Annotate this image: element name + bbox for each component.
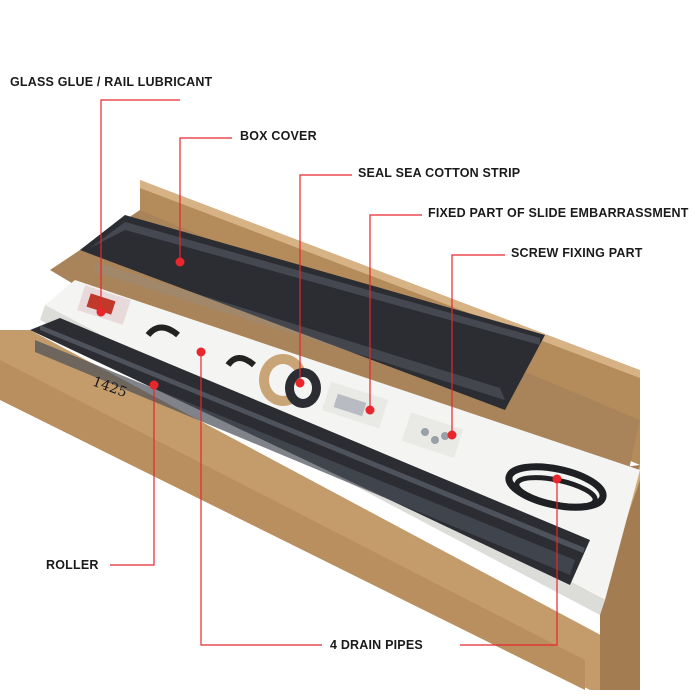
box-cover-panel [80,215,545,410]
box-front-face [0,360,585,690]
clip-hooks [145,324,180,338]
fixed-part-callout-dot [365,405,375,415]
fixed-part-callout-label: FIXED PART OF SLIDE EMBARRASSMENT [428,206,689,220]
box-cover-callout-dot [175,257,185,267]
roller-callout-label: ROLLER [46,558,99,572]
drain-pipe-callout-dot-right [552,474,562,484]
screw-part-callout-label: SCREW FIXING PART [511,246,643,260]
screw-part-callout-dot [447,430,457,440]
callout-dots [96,257,562,484]
seal-strip-callout-label: SEAL SEA COTTON STRIP [358,166,521,180]
seal-strip-callout-dot [295,378,305,388]
glass-glue-callout-label: GLASS GLUE / RAIL LUBRICANT [10,75,213,89]
drain-pipes-callout-label: 4 DRAIN PIPES [330,638,423,652]
box-cover-callout-label: BOX COVER [240,129,317,143]
screw-compartment [401,412,464,458]
callout-lines [100,99,558,646]
glue-callout-dot [96,307,106,317]
roller-callout-dot [149,380,159,390]
drain-pipe-callout-dot-left [196,347,206,357]
